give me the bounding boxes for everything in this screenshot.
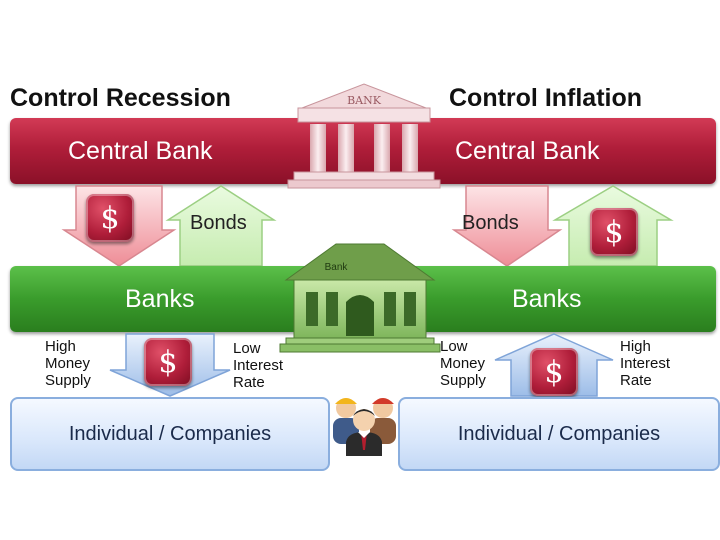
low-money-supply-label: Low Money Supply bbox=[440, 338, 486, 389]
central-bank-band: Central Bank Central Bank bbox=[10, 118, 716, 184]
heading-control-recession: Control Recession bbox=[10, 84, 231, 112]
central-bank-label-right: Central Bank bbox=[455, 136, 600, 165]
central-bank-sign: BANK bbox=[347, 94, 382, 107]
central-bank-label-left: Central Bank bbox=[68, 136, 213, 165]
bonds-label-left: Bonds bbox=[190, 212, 247, 234]
individual-companies-box-left: Individual / Companies bbox=[10, 397, 330, 471]
dollar-icon-central-right: $ bbox=[590, 208, 638, 256]
dollar-icon-banks-right: $ bbox=[530, 348, 578, 396]
dollar-icon-central-left: $ bbox=[86, 194, 134, 242]
individual-companies-box-right: Individual / Companies bbox=[398, 397, 720, 471]
bonds-label-right: Bonds bbox=[462, 212, 519, 234]
banks-label-left: Banks bbox=[125, 284, 195, 313]
banks-label-right: Banks bbox=[512, 284, 582, 313]
individual-companies-label-right: Individual / Companies bbox=[457, 422, 661, 445]
dollar-icon-banks-left: $ bbox=[144, 338, 192, 386]
arrow-down-bonds-right bbox=[451, 185, 563, 267]
people-icon bbox=[333, 398, 396, 456]
high-money-supply-label: High Money Supply bbox=[45, 338, 91, 389]
bank-building-icon: Bank bbox=[279, 243, 441, 353]
central-bank-building-icon: BANK bbox=[287, 83, 441, 189]
individual-companies-label-left: Individual / Companies bbox=[68, 422, 272, 445]
low-interest-rate-label: Low Interest Rate bbox=[233, 340, 284, 391]
high-interest-rate-label: High Interest Rate bbox=[620, 338, 671, 389]
bank-building-sign: Bank bbox=[325, 262, 349, 273]
heading-control-inflation: Control Inflation bbox=[449, 84, 643, 112]
